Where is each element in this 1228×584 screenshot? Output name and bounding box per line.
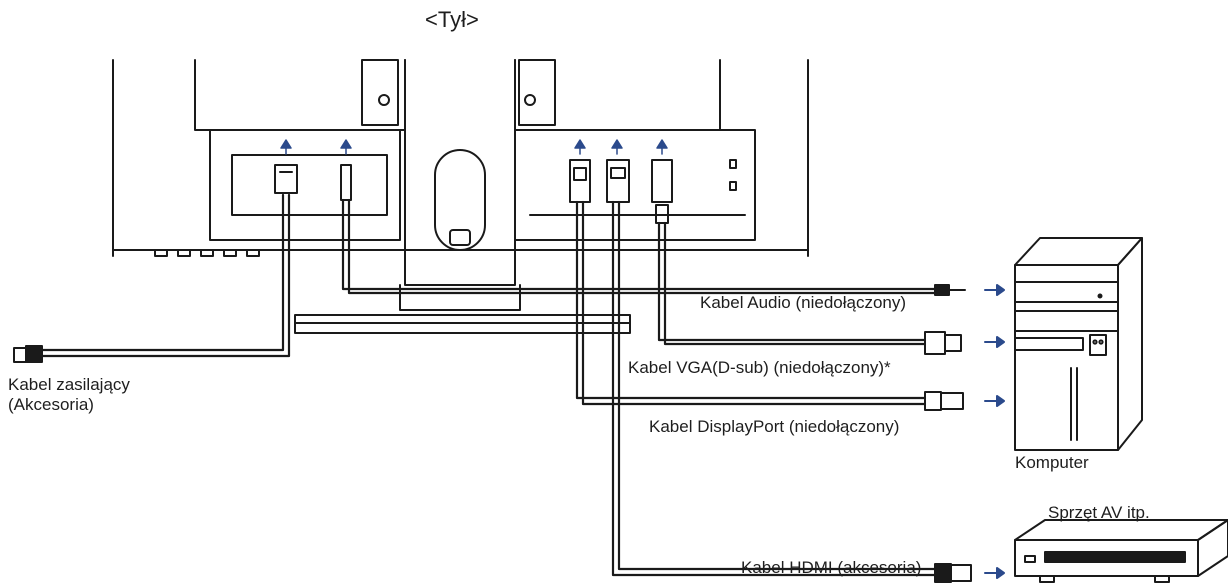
lock-slot-icon [729,181,737,191]
vga-plug-end-icon [924,331,946,355]
arrow-right-icon [984,336,1005,348]
computer-icon [1014,237,1143,451]
displayport-cable-label: Kabel DisplayPort (niedołączony) [649,417,900,436]
arrow-up-icon [280,139,292,155]
displayport-cable [575,200,927,406]
displayport-plug-end-icon [924,391,942,411]
hdmi-cable-label: Kabel HDMI (akcesoria) [741,558,922,577]
arrow-up-icon [340,139,352,155]
av-equipment-icon [1014,519,1228,583]
kensington-lock-icon [729,159,737,169]
displayport-plug-icon [569,159,591,203]
port-panel-right [514,129,756,241]
page-title: <Tył> [425,7,479,32]
audio-cable [341,198,937,295]
av-equipment-label: Sprzęt AV itp. [1048,503,1150,522]
monitor-plugs [274,159,673,224]
arrow-up-icon [574,139,586,155]
screw-icon [524,94,536,106]
audio-cable-label: Kabel Audio (niedołączony) [700,293,907,312]
vga-plug-icon [651,159,673,203]
vga-cable-label: Kabel VGA(D-sub) (niedołączony)* [628,358,891,377]
monitor-back [112,59,809,257]
hdmi-plug-end-icon [934,563,952,583]
port-panel-left [209,129,401,241]
power-plug-end-icon [13,347,27,363]
power-cable-label: Kabel zasilający [8,375,130,394]
arrow-up-icon [656,139,668,155]
computer-label: Komputer [1015,453,1089,472]
power-cable [38,193,291,358]
cables [38,193,937,577]
cable-ends [13,284,972,583]
power-cable-note: (Akcesoria) [8,395,94,414]
monitor-stand [294,59,631,334]
arrow-right-icon [984,395,1005,407]
power-plug-icon [274,164,298,194]
connection-arrows [280,139,668,155]
device-arrows [984,284,1005,579]
audio-plug-icon [340,164,352,201]
screw-icon [378,94,390,106]
audio-jack-end-icon [934,284,950,296]
arrow-up-icon [611,139,623,155]
vga-cable [657,221,927,346]
arrow-right-icon [984,284,1005,296]
monitor-buttons [154,249,260,257]
arrow-right-icon [984,567,1005,579]
hdmi-cable [611,200,937,577]
hdmi-plug-icon [606,159,630,203]
